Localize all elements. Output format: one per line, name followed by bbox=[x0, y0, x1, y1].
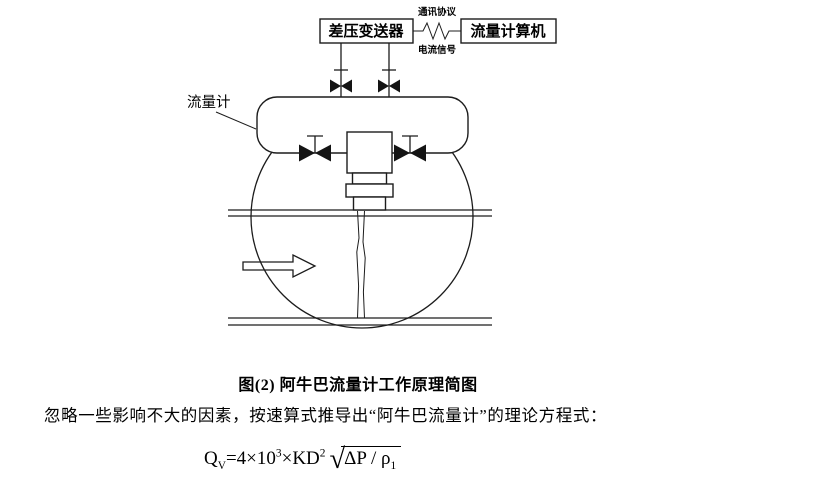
formula-radicand: ΔP / ρ1 bbox=[341, 446, 402, 473]
radical-sign: √ bbox=[329, 444, 346, 475]
flowmeter-label-line bbox=[215, 111, 257, 130]
flow-arrow-icon bbox=[242, 253, 317, 279]
transmitter-label: 差压变送器 bbox=[328, 22, 404, 40]
protocol-label: 通讯协议 bbox=[418, 6, 457, 18]
formula-exp1: 3 bbox=[275, 447, 282, 460]
flange-stub bbox=[352, 196, 387, 211]
valve-big-right-icon bbox=[394, 144, 410, 162]
annubar-schematic-diagram: 流量计 差压变送器 流量计算机 通讯协议 电流信号 bbox=[187, 6, 557, 329]
theoretical-equation: QV=4×103×KD2√ΔP / ρ1 bbox=[204, 444, 402, 475]
valve-big-left-handle bbox=[307, 135, 323, 153]
formula-q-sub: V bbox=[217, 459, 226, 472]
impulse-lines bbox=[340, 43, 390, 99]
signal-link-zigzag bbox=[413, 21, 461, 41]
probe-left-edge bbox=[356, 210, 360, 319]
valve-small-right-icon bbox=[389, 79, 400, 93]
body-paragraph: 忽略一些影响不大的因素，按速算式推导出“阿牛巴流量计”的理论方程式： bbox=[44, 406, 608, 425]
flow-computer-label: 流量计算机 bbox=[470, 22, 545, 40]
formula-sqrt: √ΔP / ρ1 bbox=[329, 444, 402, 475]
formula-times-kd: ×KD bbox=[281, 448, 320, 470]
probe-right-edge bbox=[362, 210, 366, 319]
valve-small-right-icon bbox=[378, 79, 389, 93]
sensor-body bbox=[346, 131, 393, 174]
valve-big-left-icon bbox=[299, 144, 315, 162]
valve-small-left-icon bbox=[341, 79, 352, 93]
valve-big-right-handle bbox=[402, 135, 418, 153]
valve-small-left-icon bbox=[330, 79, 341, 93]
valve-big-left-icon bbox=[315, 144, 331, 162]
radicand-sub: 1 bbox=[390, 459, 397, 472]
figure-caption: 图(2) 阿牛巴流量计工作原理简图 bbox=[238, 377, 478, 394]
pipe-walls bbox=[228, 209, 492, 326]
flowmeter-label: 流量计 bbox=[187, 94, 231, 111]
formula-exp2: 2 bbox=[319, 447, 326, 460]
flange-plate bbox=[345, 183, 394, 198]
valve-big-right-icon bbox=[410, 144, 426, 162]
transmitter-box bbox=[319, 18, 414, 44]
radicand-text: ΔP / ρ bbox=[344, 448, 391, 470]
formula-q: Q bbox=[204, 448, 218, 470]
current-signal-label: 电流信号 bbox=[418, 44, 457, 56]
flange-neck bbox=[351, 172, 388, 185]
formula-eq: =4×10 bbox=[225, 448, 276, 470]
